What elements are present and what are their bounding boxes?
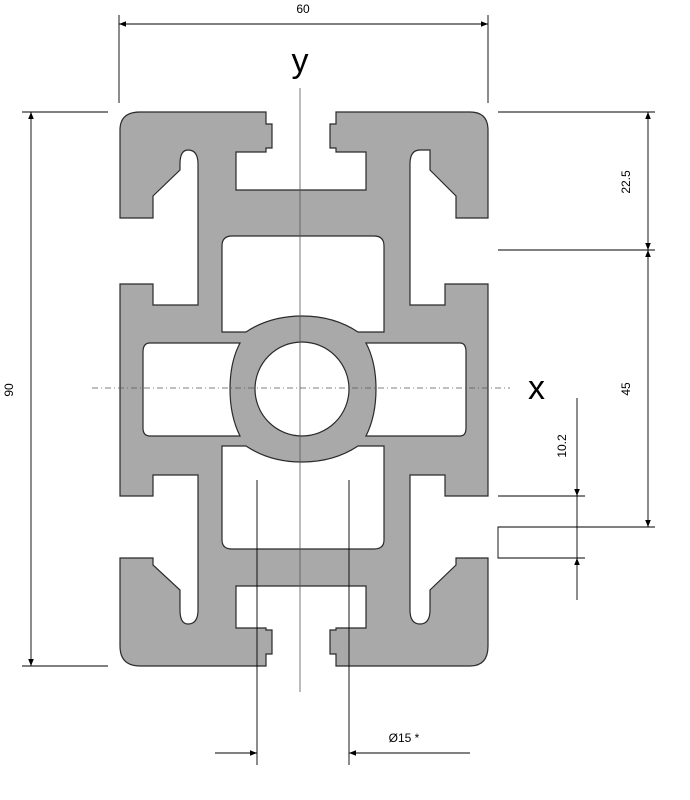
slot-width-value: 10.2 bbox=[555, 434, 569, 458]
top-offset-value: 22.5 bbox=[619, 170, 633, 194]
width-value: 60 bbox=[296, 2, 310, 16]
profile-cross-section bbox=[119, 111, 489, 667]
height-value: 90 bbox=[2, 383, 16, 397]
right-dimensions: 22.5 45 bbox=[498, 111, 655, 528]
height-dimension: 90 bbox=[2, 111, 108, 667]
slot-width-dimension: 10.2 bbox=[497, 398, 585, 600]
bore-dimension: Ø15 * bbox=[215, 480, 470, 765]
bore-diameter-value: Ø15 * bbox=[389, 731, 420, 745]
x-axis-label: x bbox=[528, 369, 545, 407]
pitch-value: 45 bbox=[619, 382, 633, 396]
y-axis-label: y bbox=[292, 42, 309, 80]
width-dimension: 60 bbox=[118, 2, 489, 103]
center-bore bbox=[254, 341, 350, 437]
axes: y x bbox=[92, 42, 545, 692]
